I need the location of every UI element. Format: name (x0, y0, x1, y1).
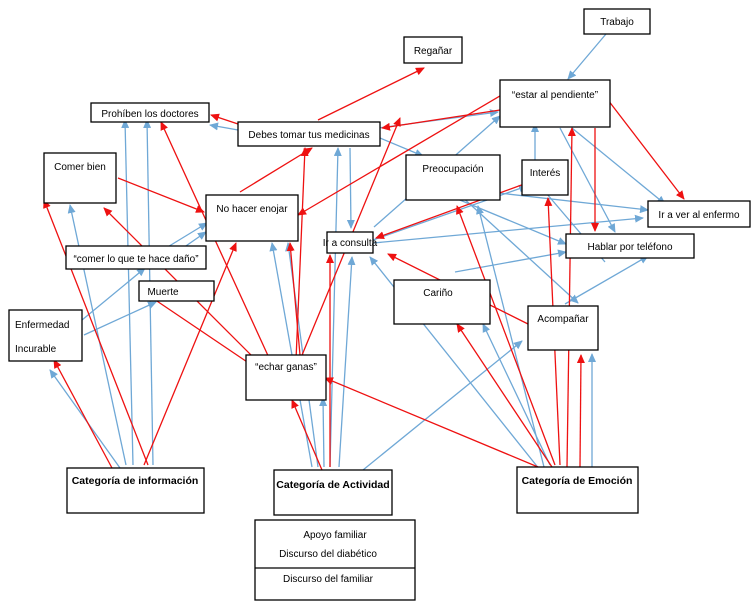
node-cat-act: Categoría de Actividad (273, 469, 393, 516)
red-arrow (144, 292, 263, 373)
node-interes-label: Interés (530, 168, 561, 179)
blue-arrow (209, 122, 239, 131)
blue-arrow (121, 119, 134, 466)
node-cat-info-label: Categoría de información (72, 475, 199, 487)
nodes-group: Trabajo Regañar “estar al pendiente” Pro… (8, 8, 751, 516)
blue-arrow (454, 197, 567, 245)
red-arrow (566, 127, 576, 468)
node-enfermedad: Enfermedad Incurable (8, 309, 83, 362)
red-arrow (143, 242, 237, 466)
red-arrow (43, 199, 149, 466)
legend: Apoyo familiar Discurso del diabético Di… (254, 519, 416, 601)
blue-arrow (338, 256, 356, 468)
red-arrow (239, 147, 313, 193)
node-hablar-tel-label: Hablar por teléfono (587, 242, 672, 253)
node-preocupacion: Preocupación (405, 154, 501, 201)
blue-arrow (571, 127, 666, 205)
node-comer-dano: “comer lo que te hace daño” (65, 245, 207, 270)
node-cat-emo-label: Categoría de Emoción (522, 475, 633, 487)
node-comer-bien-label: Comer bien (54, 162, 106, 173)
red-arrow (297, 89, 511, 216)
node-no-enojar: No hacer enojar (205, 194, 299, 242)
node-carino: Cariño (393, 279, 491, 325)
red-arrow (456, 205, 556, 466)
red-arrow (291, 399, 323, 471)
red-arrow (210, 113, 239, 125)
node-trabajo: Trabajo (583, 8, 651, 35)
node-ir-ver: Ir a ver al enfermo (647, 200, 751, 228)
node-acompanar-label: Acompañar (537, 314, 589, 325)
node-enfermedad-label-line2: Incurable (15, 344, 57, 355)
red-arrow (456, 323, 553, 468)
node-muerte-label: Muerte (147, 287, 179, 298)
blue-arrow (454, 249, 567, 273)
node-carino-label: Cariño (423, 288, 453, 299)
blue-arrow (81, 267, 146, 321)
legend-blue-label: Discurso del diabético (279, 549, 377, 560)
node-reganar-label: Regañar (414, 46, 453, 57)
node-interes: Interés (521, 159, 569, 196)
red-arrow (381, 109, 501, 131)
node-comer-dano-label: “comer lo que te hace daño” (73, 254, 198, 265)
node-debes-tomar-label: Debes tomar tus medicinas (248, 130, 369, 141)
blue-arrow (559, 127, 616, 233)
node-cat-info: Categoría de información (66, 467, 205, 514)
blue-arrow (564, 255, 649, 305)
node-muerte: Muerte (138, 280, 215, 302)
legend-title: Apoyo familiar (303, 530, 367, 541)
node-comer-bien: Comer bien (43, 152, 117, 204)
node-ir-consulta-label: Ir a consulta (323, 238, 378, 249)
red-arrow (317, 67, 425, 121)
node-trabajo-label: Trabajo (600, 17, 634, 28)
node-prohiben: Prohíben los doctores (90, 102, 210, 123)
node-reganar: Regañar (403, 36, 463, 64)
red-arrow (53, 359, 113, 469)
node-cat-emo: Categoría de Emoción (516, 466, 639, 514)
node-estar-pendiente: “estar al pendiente” (499, 79, 611, 128)
node-no-enojar-label: No hacer enojar (216, 204, 288, 215)
blue-arrow (482, 323, 551, 466)
node-prohiben-label: Prohíben los doctores (101, 109, 198, 120)
blue-arrow (83, 301, 157, 336)
blue-arrow (329, 147, 342, 468)
node-acompanar: Acompañar (527, 305, 599, 351)
blue-arrow (165, 222, 208, 249)
node-ir-consulta: Ir a consulta (323, 231, 378, 254)
red-arrow (117, 177, 205, 213)
blue-arrow (346, 147, 355, 229)
blue-arrow (319, 397, 328, 468)
blue-arrow (476, 205, 545, 468)
node-enfermedad-label-line1: Enfermedad (15, 320, 69, 331)
node-cat-act-label: Categoría de Actividad (276, 479, 389, 491)
red-arrow (375, 182, 528, 240)
blue-arrow (567, 33, 607, 80)
blue-arrow (372, 184, 528, 241)
node-debes-tomar: Debes tomar tus medicinas (237, 121, 381, 147)
node-echar-ganas-label: “echar ganas” (255, 362, 317, 373)
red-arrow (324, 377, 551, 473)
node-ir-ver-label: Ir a ver al enfermo (658, 210, 740, 221)
blue-arrow (362, 340, 523, 471)
node-echar-ganas: “echar ganas” (245, 354, 327, 401)
red-arrow (286, 242, 301, 356)
blue-arrow (372, 214, 644, 244)
blue-arrow (379, 137, 424, 157)
node-estar-pendiente-label: “estar al pendiente” (512, 90, 598, 101)
red-arrow (576, 354, 585, 468)
legend-red-label: Discurso del familiar (283, 574, 374, 585)
red-arrow (607, 99, 685, 200)
node-hablar-tel: Hablar por teléfono (565, 233, 695, 259)
node-preocupacion-label: Preocupación (422, 164, 483, 175)
